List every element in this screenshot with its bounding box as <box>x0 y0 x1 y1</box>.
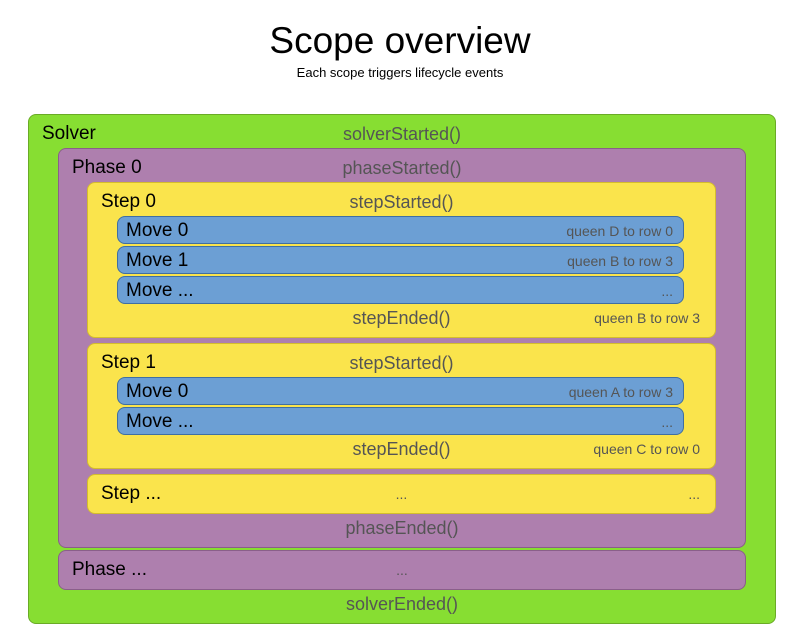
phase-ended-event: phaseEnded() <box>345 518 459 538</box>
solver-label: Solver <box>42 123 96 144</box>
step-scope-0[interactable]: Step 0 stepStarted() Move 0 queen D to r… <box>87 182 716 338</box>
move-label: Move 0 <box>126 381 189 402</box>
page-title: Scope overview <box>269 20 531 61</box>
move-row: Move 1 queen B to row 3 <box>118 247 683 275</box>
move-scope[interactable]: Move 1 queen B to row 3 <box>117 246 684 274</box>
phase-scope-ellipsis[interactable]: Phase ... ... <box>58 550 746 590</box>
step-ended-detail: queen C to row 0 <box>593 441 700 457</box>
phase-label: Phase 0 <box>72 157 142 178</box>
step-label: Step 0 <box>101 191 156 212</box>
move-scope[interactable]: Move 0 queen D to row 0 <box>117 216 684 244</box>
step-started-event: stepStarted() <box>349 353 454 373</box>
move-label: Move 0 <box>126 220 189 241</box>
move-label: Move 1 <box>126 250 189 271</box>
step-label: Step 1 <box>101 352 156 373</box>
phase-label: Phase ... <box>72 559 147 580</box>
move-label: Move ... <box>126 411 194 432</box>
phase-footer-row: phaseEnded() <box>64 514 740 542</box>
solver-footer-row: solverEnded() <box>34 590 770 618</box>
step-header-row: Step 0 stepStarted() <box>93 188 710 216</box>
step-ellipsis-row: Step ... ... ... <box>93 480 710 508</box>
step-footer-row: stepEnded() queen B to row 3 <box>93 304 710 332</box>
move-scope-ellipsis[interactable]: Move ... ... <box>117 276 684 304</box>
move-label: Move ... <box>126 280 194 301</box>
step-ellipsis-right: ... <box>688 486 700 502</box>
page-header: Scope overview Each scope triggers lifec… <box>0 0 800 80</box>
move-detail: ... <box>661 283 673 299</box>
scope-diagram: Solver solverStarted() Phase 0 phaseStar… <box>28 114 776 624</box>
move-scope[interactable]: Move 0 queen A to row 3 <box>117 377 684 405</box>
step-scope-1[interactable]: Step 1 stepStarted() Move 0 queen A to r… <box>87 343 716 469</box>
page-subtitle: Each scope triggers lifecycle events <box>296 64 504 80</box>
step-ended-detail: queen B to row 3 <box>594 310 700 326</box>
phase-scope-0[interactable]: Phase 0 phaseStarted() Step 0 stepStarte… <box>58 148 746 548</box>
step-ellipsis-center: ... <box>395 486 408 502</box>
step-header-row: Step 1 stepStarted() <box>93 349 710 377</box>
solver-scope[interactable]: Solver solverStarted() Phase 0 phaseStar… <box>28 114 776 624</box>
solver-ended-event: solverEnded() <box>345 594 459 614</box>
phase-ellipsis-center: ... <box>396 562 408 578</box>
solver-started-event: solverStarted() <box>342 124 462 144</box>
step-started-event: stepStarted() <box>349 192 454 212</box>
step-ended-event: stepEnded() <box>352 439 451 459</box>
step-ended-event: stepEnded() <box>352 308 451 328</box>
step-footer-row: stepEnded() queen C to row 0 <box>93 435 710 463</box>
phase-ellipsis-row: Phase ... ... <box>64 556 740 584</box>
move-row: Move ... ... <box>118 277 683 305</box>
move-row: Move 0 queen D to row 0 <box>118 217 683 245</box>
move-detail: ... <box>661 414 673 430</box>
solver-header-row: Solver solverStarted() <box>34 120 770 148</box>
move-scope-ellipsis[interactable]: Move ... ... <box>117 407 684 435</box>
move-row: Move 0 queen A to row 3 <box>118 378 683 406</box>
phase-header-row: Phase 0 phaseStarted() <box>64 154 740 182</box>
move-detail: queen A to row 3 <box>568 384 673 400</box>
step-label: Step ... <box>101 483 162 504</box>
move-row: Move ... ... <box>118 408 683 436</box>
move-detail: queen D to row 0 <box>566 223 673 239</box>
phase-started-event: phaseStarted() <box>342 158 462 178</box>
step-scope-ellipsis[interactable]: Step ... ... ... <box>87 474 716 514</box>
move-detail: queen B to row 3 <box>567 253 673 269</box>
